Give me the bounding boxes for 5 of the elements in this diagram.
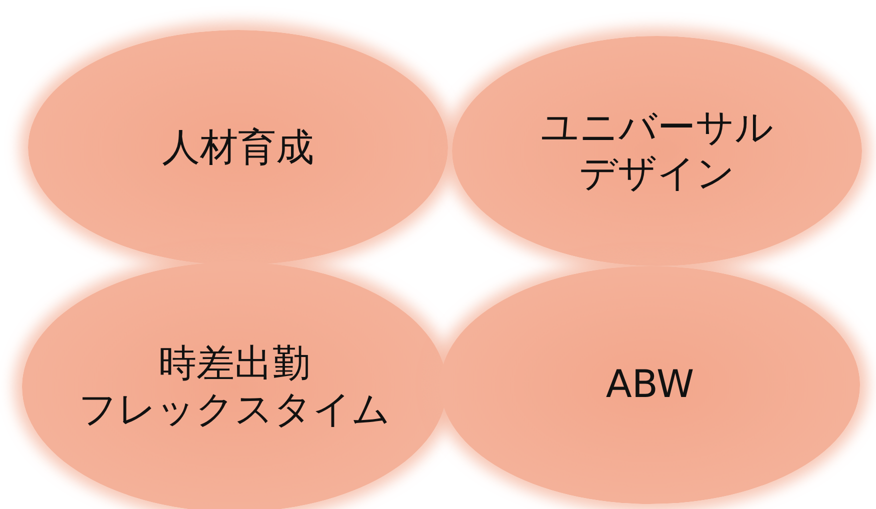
ellipse-label: ABW (606, 362, 694, 408)
ellipse-label: 人材育成 (162, 124, 314, 170)
ellipse-label: ユニバーサルデザイン (540, 105, 774, 197)
ellipse-label: フレックスタイム (78, 387, 390, 433)
ellipse-label: 時差出勤 (158, 341, 310, 387)
